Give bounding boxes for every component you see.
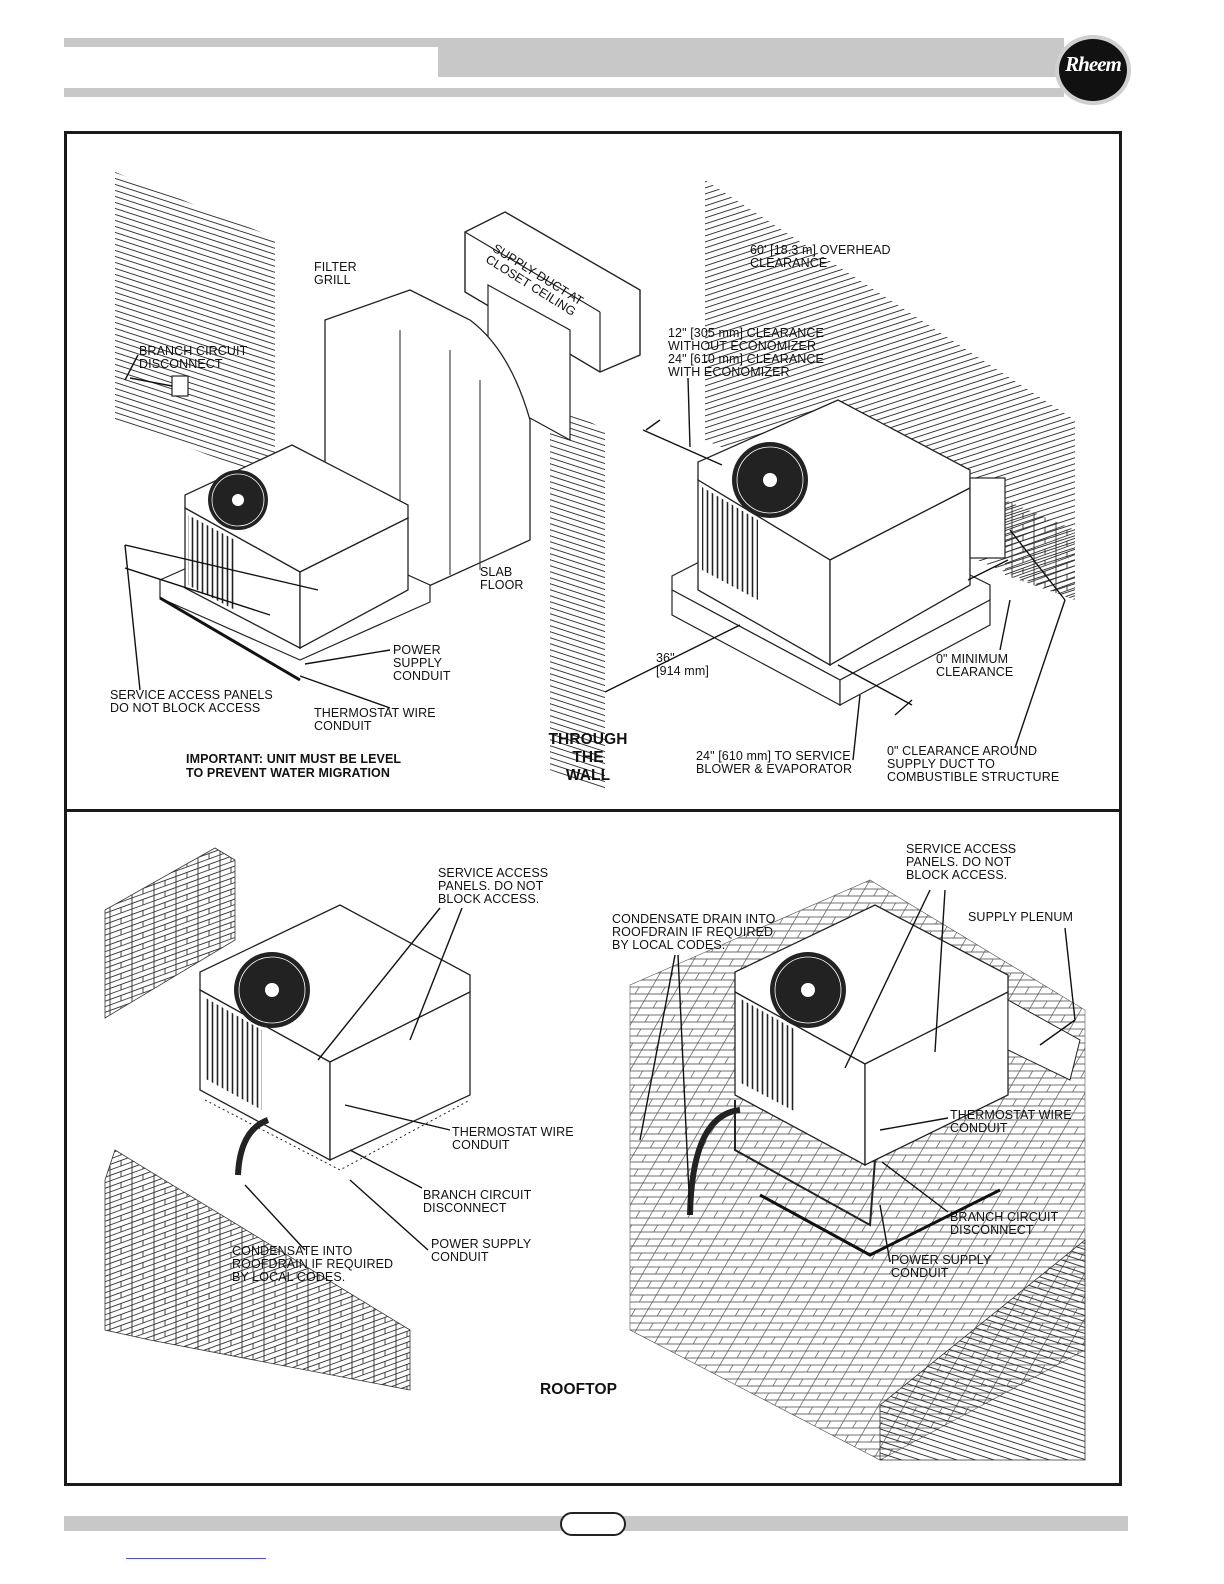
figure-divider (64, 809, 1122, 812)
footer-link-underline[interactable] (126, 1558, 266, 1559)
unit-left-rooftop (199, 904, 471, 1176)
supply-plenum-label: SUPPLY PLENUM (968, 910, 1074, 924)
logo-text: Rheem (1065, 52, 1122, 76)
rooftop-title: ROOFTOP (540, 1381, 618, 1398)
figure-frame (64, 131, 1122, 1486)
header-bottom-bar (64, 88, 1064, 97)
unit-left-top (184, 444, 409, 650)
unit-right-top (697, 399, 1006, 667)
rheem-logo (1055, 35, 1131, 105)
header-top-bar (64, 38, 1064, 47)
page-number-oval (560, 1512, 626, 1536)
unit-right-rooftop (687, 904, 1081, 1257)
header-tab-bar (438, 47, 1064, 77)
dimension-36-label: 36"[914 mm] (656, 651, 709, 678)
